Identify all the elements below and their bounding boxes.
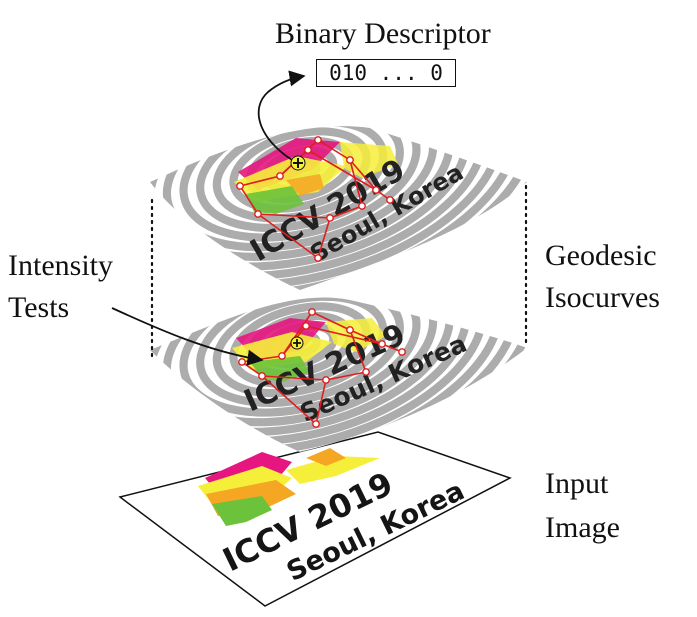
- intensity-test-edge: [317, 139, 351, 161]
- intensity-test-point: [236, 182, 244, 190]
- intensity-test-point: [314, 254, 322, 262]
- intensity-test-edge: [349, 159, 363, 207]
- intensity-test-edge: [311, 311, 351, 331]
- intensity-test-point: [254, 210, 262, 218]
- intensity-tests-label-line2: Tests: [8, 291, 70, 324]
- isocurve-ring: [179, 297, 421, 417]
- intensity-tests-label-line1: Intensity: [8, 249, 113, 282]
- intensity-test-edge: [307, 149, 377, 191]
- intensity-test-point: [314, 136, 322, 144]
- intensity-test-edge: [239, 175, 281, 187]
- isocurve-ring: [150, 126, 488, 281]
- intensity-test-edge: [257, 213, 331, 219]
- intensity-test-point: [258, 372, 266, 380]
- intensity-test-point: [326, 214, 334, 222]
- intensity-test-edge: [305, 325, 383, 345]
- intensity-test-point: [358, 202, 366, 210]
- intensity-test-edge: [349, 159, 377, 191]
- intensity-test-point: [238, 358, 246, 366]
- intensity-test-point: [304, 146, 312, 154]
- geodesic-isocurves-label-line1: Geodesic: [545, 239, 657, 272]
- intensity-test-point: [346, 326, 354, 334]
- input-image-label-line2: Image: [545, 511, 620, 544]
- intensity-test-edge: [349, 329, 383, 345]
- input-image-label-line1: Input: [545, 467, 609, 500]
- intensity-test-point: [362, 368, 370, 376]
- descriptor-arrow: [257, 70, 306, 161]
- input-logo-shapes: [198, 448, 380, 526]
- isocurve-ring: [196, 297, 404, 407]
- lower-intensity-tests: [238, 308, 406, 428]
- geodesic-isocurves-label-line2: Isocurves: [545, 281, 660, 314]
- intensity-test-point: [322, 376, 330, 384]
- intensity-test-point: [302, 322, 310, 330]
- intensity-test-edge: [315, 379, 327, 425]
- intensity-test-edge: [317, 217, 331, 259]
- intensity-test-edge: [261, 375, 317, 425]
- intensity-test-edge: [241, 361, 263, 377]
- descriptor-bits-box: 010 ... 0: [316, 59, 456, 87]
- intensity-test-edge: [261, 375, 327, 381]
- intensity-test-point: [276, 172, 284, 180]
- upper-logo-patch: [234, 138, 398, 214]
- isocurve-ring: [150, 126, 504, 290]
- intensity-test-edge: [239, 185, 259, 215]
- intensity-test-point: [278, 352, 286, 360]
- intensity-test-edge: [257, 213, 319, 259]
- intensity-test-point: [398, 348, 406, 356]
- binary-descriptor-label: Binary Descriptor: [275, 17, 491, 50]
- isocurve-ring: [212, 297, 388, 398]
- intensity-test-point: [386, 196, 394, 204]
- lower-keypoint: [290, 336, 304, 350]
- intensity-test-point: [308, 308, 316, 316]
- intensity-test-edge: [325, 371, 367, 381]
- upper-intensity-tests: [236, 136, 394, 262]
- input-image-plane: ICCV 2019 Seoul, Korea: [118, 431, 512, 607]
- intensity-test-edge: [329, 205, 363, 219]
- intensity-test-point: [346, 156, 354, 164]
- intensity-test-point: [378, 340, 386, 348]
- intensity-arrow: [111, 307, 264, 366]
- intensity-test-point: [312, 420, 320, 428]
- isocurve-ring: [196, 126, 404, 232]
- intensity-test-point: [372, 186, 380, 194]
- upper-keypoint: [290, 155, 306, 171]
